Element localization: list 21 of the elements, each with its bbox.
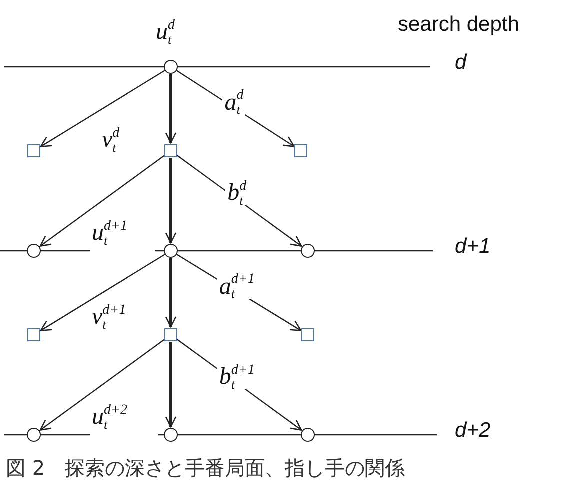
axis-title: search depth — [398, 14, 520, 35]
arrow — [40, 154, 166, 247]
move-square — [28, 328, 40, 342]
depth-label: d — [455, 52, 467, 73]
move-square — [164, 144, 178, 158]
arrow — [165, 258, 177, 328]
move-square — [294, 144, 308, 158]
move-square — [164, 328, 178, 342]
arrow — [165, 342, 177, 428]
arrow — [165, 158, 177, 244]
arrow — [176, 154, 302, 247]
arrow — [40, 70, 166, 148]
arrow — [165, 74, 177, 144]
caption: 図 2 探索の深さと手番局面、指し手の関係 — [6, 458, 406, 478]
arrow — [176, 70, 295, 148]
arrow — [40, 338, 166, 431]
depth-label: d+1 — [455, 236, 491, 257]
arrow — [40, 254, 166, 332]
depth-label: d+2 — [455, 420, 491, 441]
move-square — [28, 144, 40, 158]
move-square — [302, 328, 314, 342]
